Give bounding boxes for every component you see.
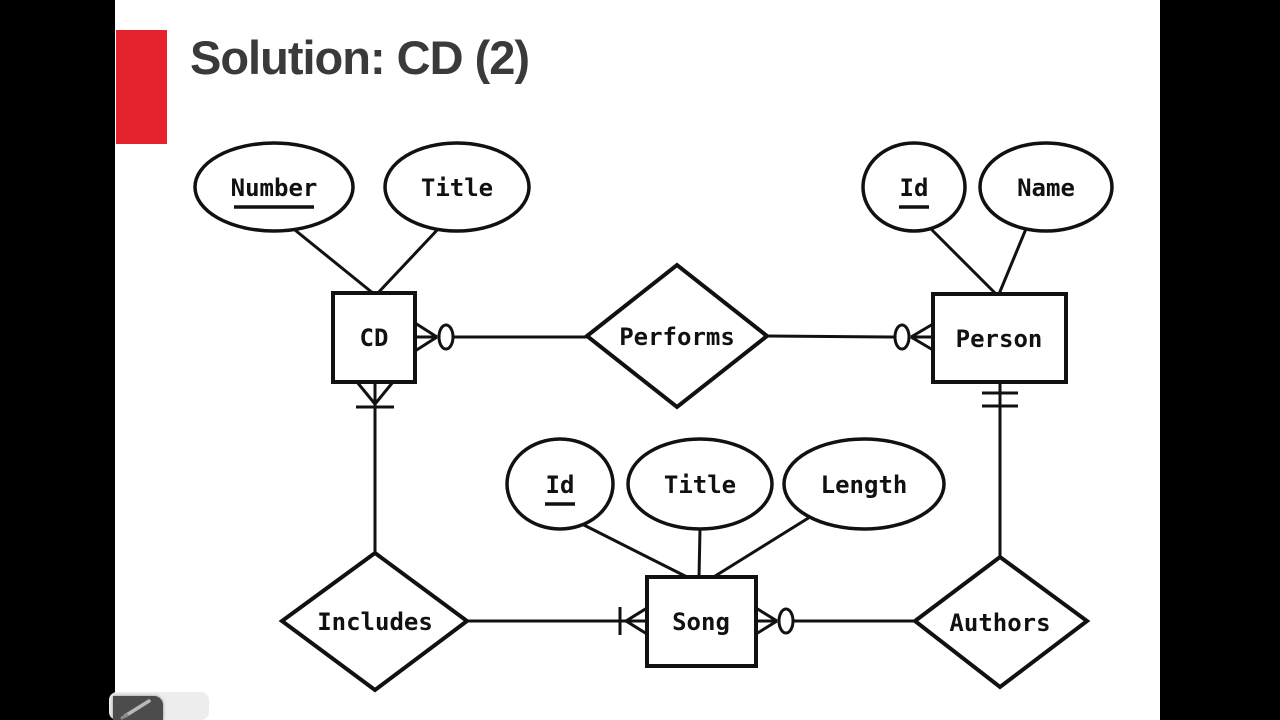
relationship-performs-label: Performs [619, 323, 735, 351]
attribute-number [193, 141, 355, 233]
attribute-song-title [626, 437, 774, 531]
relationship-authors [911, 554, 1091, 690]
line-number-cd [289, 224, 375, 296]
line-title-song [697, 528, 702, 579]
zero-ring-icon [777, 607, 795, 635]
line-performs-person [766, 334, 896, 339]
accent-block [116, 30, 167, 144]
entity-song [645, 575, 758, 668]
line-name-person [997, 223, 1030, 295]
attribute-number-label: Number [231, 174, 318, 202]
one-and-only-one-icon [982, 391, 1018, 408]
one-or-many-icon [618, 606, 648, 636]
attribute-song-title-label: Title [664, 471, 736, 499]
one-or-many-icon [355, 381, 395, 409]
entity-person [931, 292, 1068, 384]
entity-song-label: Song [672, 608, 730, 636]
slide: Number Title Id Name Id Title Length [109, 0, 1160, 720]
attribute-length-label: Length [821, 471, 908, 499]
relationship-includes [278, 550, 471, 693]
zero-or-many-icon [414, 321, 438, 353]
relationship-authors-label: Authors [949, 609, 1050, 637]
zero-or-many-icon [755, 606, 778, 636]
page-title: Solution: CD (2) [190, 31, 530, 84]
attribute-song-id-label: Id [546, 471, 575, 499]
attribute-person-id [861, 141, 967, 233]
attribute-person-id-label: Id [900, 174, 929, 202]
attribute-cd-title-label: Title [421, 174, 493, 202]
attributes: Number Title Id Name Id Title Length [193, 141, 1114, 531]
er-diagram: Number Title Id Name Id Title Length [116, 30, 1114, 693]
relationships: Performs Includes Authors [278, 262, 1091, 693]
entities: CD Person Song [331, 291, 1068, 668]
line-title-cd [375, 225, 442, 296]
attribute-connectors [289, 223, 1030, 580]
entity-cd [331, 291, 417, 384]
pencil-tool-button[interactable] [113, 696, 163, 720]
entity-person-label: Person [956, 325, 1043, 353]
line-id-person [926, 224, 998, 296]
entity-cd-label: CD [360, 324, 389, 352]
relationship-performs [583, 262, 771, 410]
attribute-song-id [505, 437, 615, 531]
line-id-song [573, 518, 690, 580]
attribute-length [782, 437, 946, 531]
zero-ring-icon [893, 323, 911, 351]
attribute-name [978, 141, 1114, 233]
zero-or-many-icon [910, 322, 934, 352]
relationship-includes-label: Includes [317, 608, 433, 636]
zero-ring-icon [437, 323, 455, 351]
attribute-name-label: Name [1017, 174, 1075, 202]
pencil-icon [120, 699, 151, 720]
line-length-song [711, 515, 811, 580]
attribute-cd-title [383, 141, 531, 233]
relationship-connectors [355, 321, 1018, 636]
